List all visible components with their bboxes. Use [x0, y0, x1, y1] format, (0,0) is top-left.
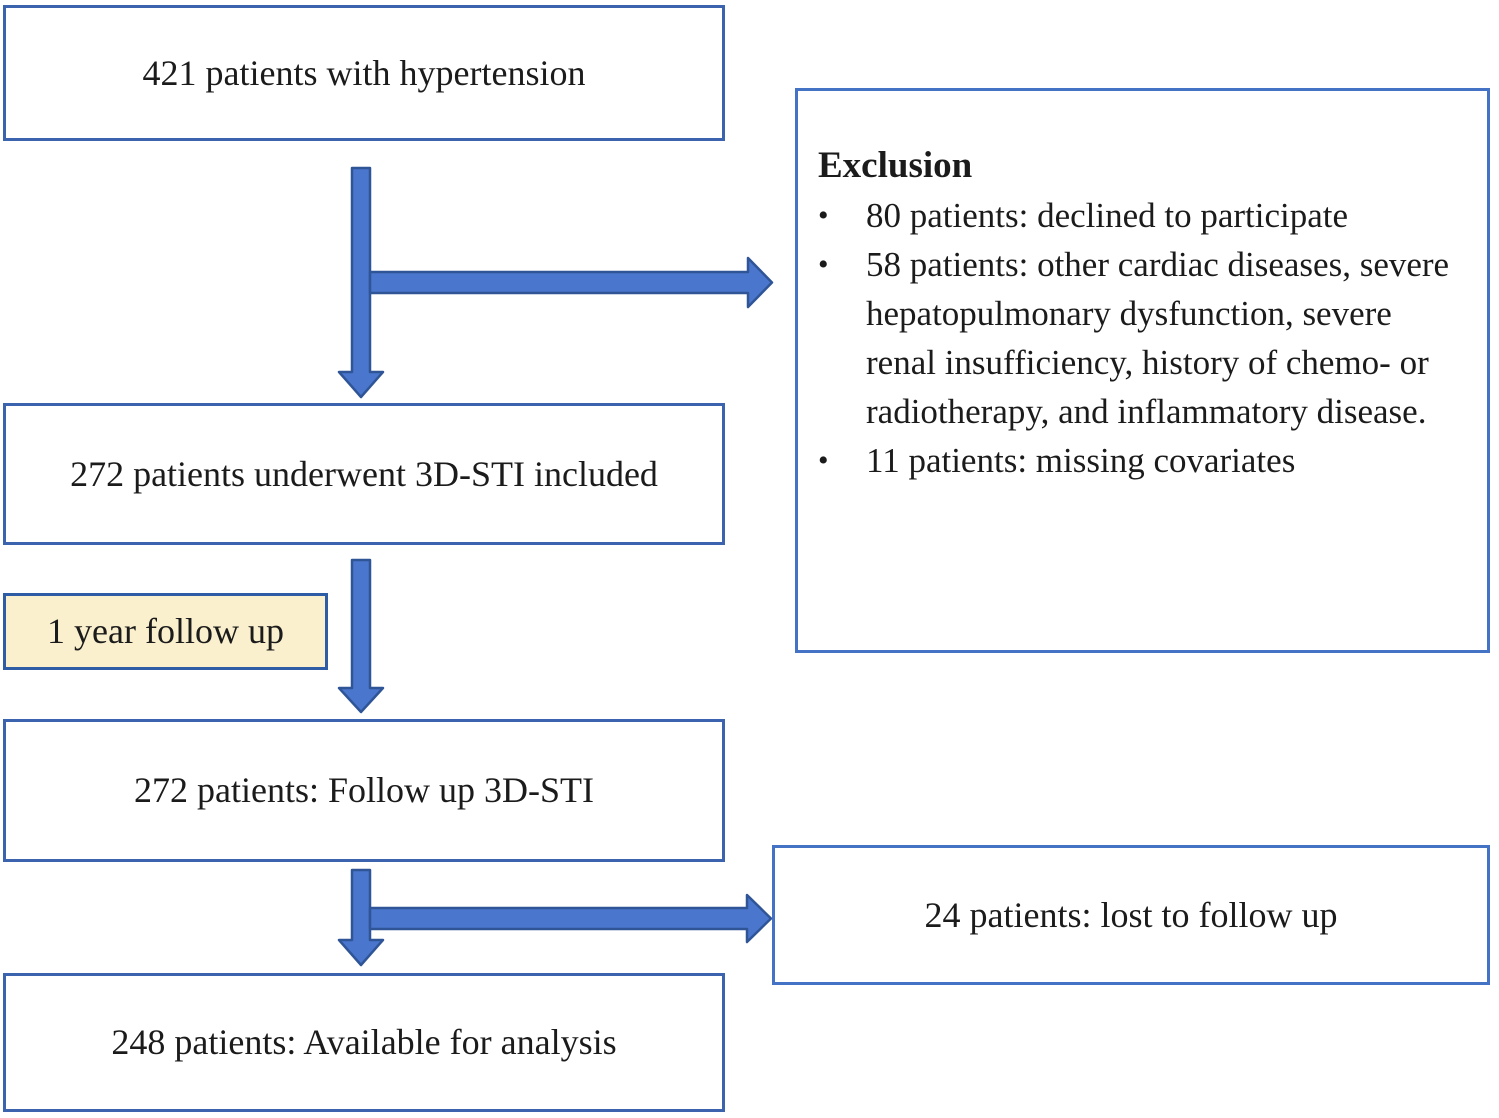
bullet-icon: •	[818, 248, 829, 281]
follow-up-period-label: 1 year follow up	[3, 593, 328, 670]
exclusion-title: Exclusion	[818, 145, 973, 186]
box-hypertension-label: 421 patients with hypertension	[142, 52, 586, 93]
exclusion-item-text: 58 patients: other cardiac diseases, sev…	[866, 245, 1450, 431]
exclusion-item: • 11 patients: missing covariates	[818, 436, 1461, 485]
exclusion-item: • 58 patients: other cardiac diseases, s…	[818, 240, 1461, 436]
arrow-down-to-analysis-icon	[337, 868, 385, 967]
arrow-down-to-followup-icon	[337, 558, 385, 714]
arrow-right-to-lost-icon	[368, 893, 773, 944]
box-hypertension: 421 patients with hypertension	[3, 5, 725, 141]
exclusion-list: • 80 patients: declined to participate •…	[818, 191, 1461, 485]
box-underwent-label: 272 patients underwent 3D-STI included	[70, 453, 658, 494]
box-followup-label: 272 patients: Follow up 3D-STI	[134, 770, 594, 810]
box-available-for-analysis: 248 patients: Available for analysis	[3, 973, 725, 1112]
box-lost-label: 24 patients: lost to follow up	[924, 894, 1338, 935]
box-lost-to-followup: 24 patients: lost to follow up	[772, 845, 1490, 985]
box-underwent-3dsti: 272 patients underwent 3D-STI included	[3, 403, 725, 545]
exclusion-item-text: 11 patients: missing covariates	[866, 441, 1296, 480]
box-exclusion: Exclusion • 80 patients: declined to par…	[795, 88, 1490, 653]
exclusion-item-text: 80 patients: declined to participate	[866, 196, 1349, 235]
bullet-icon: •	[818, 444, 829, 477]
exclusion-item: • 80 patients: declined to participate	[818, 191, 1461, 240]
box-followup-3dsti: 272 patients: Follow up 3D-STI	[3, 719, 725, 862]
follow-up-period-text: 1 year follow up	[47, 611, 284, 651]
box-available-label: 248 patients: Available for analysis	[111, 1022, 617, 1062]
arrow-right-to-exclusion-icon	[368, 256, 774, 309]
bullet-icon: •	[818, 199, 829, 232]
arrow-down-to-included-icon	[337, 166, 385, 399]
